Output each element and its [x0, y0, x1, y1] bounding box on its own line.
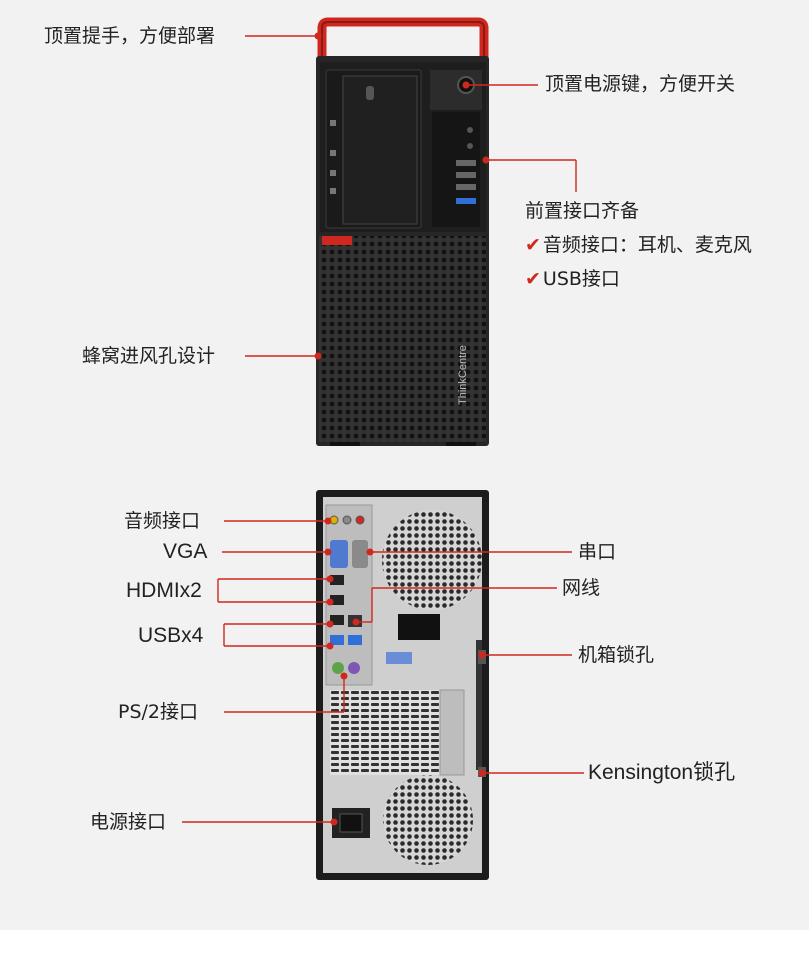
brand-vertical: ThinkCentre [457, 345, 469, 405]
rear-tower [316, 490, 489, 880]
vga-port [330, 540, 348, 568]
rear-fan-top [382, 510, 482, 610]
honeycomb-vent [319, 236, 486, 442]
label-top-handle: 顶置提手，方便部署 [44, 25, 216, 47]
front-audio-text: 音频接口：耳机、麦克风 [542, 234, 752, 256]
label-audio-port: 音频接口 [124, 510, 201, 532]
expansion-slots [330, 690, 440, 775]
top-handle [317, 17, 489, 58]
label-front-usb: ✔USB接口 [525, 268, 620, 290]
label-serial: 串口 [578, 541, 617, 563]
leader-lines [182, 35, 584, 823]
bottom-band [0, 930, 809, 959]
label-chassis-lock: 机箱锁孔 [578, 644, 655, 666]
leader-dots [314, 32, 490, 826]
check-icon: ✔ [525, 268, 541, 290]
serial-port [352, 540, 368, 568]
label-kensington: Kensington锁孔 [588, 761, 736, 784]
label-power-socket: 电源接口 [90, 811, 167, 833]
label-usb: USBx4 [138, 624, 204, 647]
label-lan: 网线 [562, 577, 601, 599]
rear-fan-bottom [383, 775, 473, 865]
label-hdmi: HDMIx2 [126, 579, 202, 602]
label-ps2: PS/2接口 [118, 701, 199, 723]
label-vga: VGA [163, 540, 208, 563]
label-front-ports: 前置接口齐备 [525, 200, 640, 222]
label-vent-design: 蜂窝进风孔设计 [82, 345, 216, 367]
check-icon: ✔ [525, 234, 541, 256]
front-tower [316, 17, 489, 446]
front-badge [322, 236, 352, 245]
front-usb-text: USB接口 [542, 268, 620, 290]
label-front-audio: ✔音频接口：耳机、麦克风 [525, 234, 752, 256]
label-power-button: 顶置电源键，方便开关 [545, 73, 736, 95]
